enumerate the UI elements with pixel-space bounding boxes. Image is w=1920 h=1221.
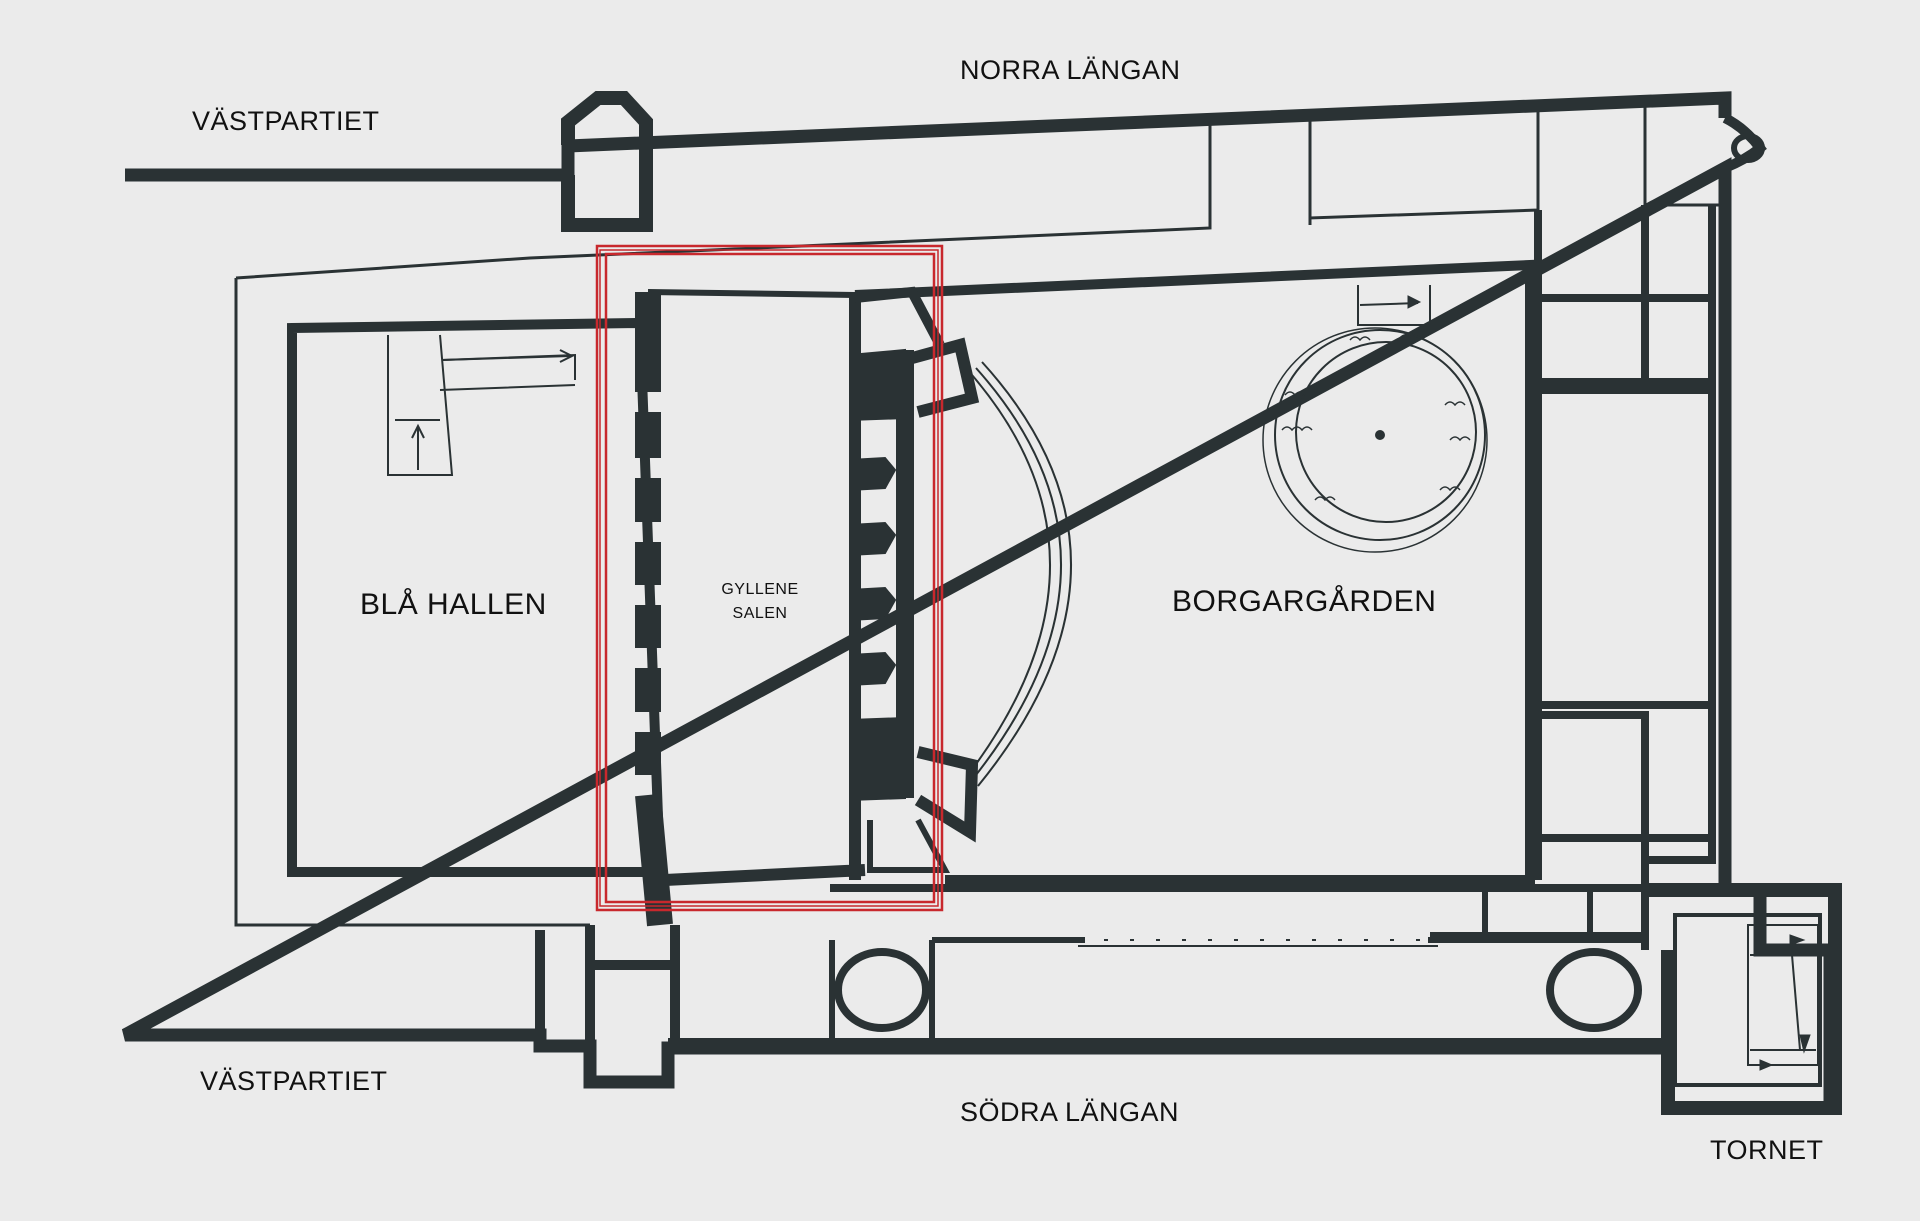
label-gyllene-line1: GYLLENE bbox=[721, 581, 799, 598]
fountain-outer bbox=[1274, 329, 1486, 541]
highlight-rect-outer bbox=[595, 244, 944, 912]
gyllene-north-wall bbox=[647, 289, 856, 298]
tower-stair bbox=[1747, 924, 1819, 1066]
south-corridor-rooms bbox=[1430, 888, 1645, 938]
courtyard-wall bbox=[854, 259, 1535, 885]
tower-stair-arrow bbox=[1759, 934, 1811, 1071]
south-gallery-band bbox=[829, 940, 935, 1040]
east-wing-rooms bbox=[1534, 205, 1716, 890]
label-vastpartiet-north: VÄSTPARTIET bbox=[192, 106, 380, 136]
fountain-mid bbox=[1295, 341, 1477, 523]
courtyard-stair bbox=[1357, 285, 1431, 326]
courtyard-steps-arc-1 bbox=[967, 374, 1051, 776]
bla-hallen-stair bbox=[387, 334, 576, 476]
north-bastion bbox=[561, 91, 653, 232]
fountain-center bbox=[1375, 430, 1385, 440]
fountain-inner bbox=[1262, 327, 1488, 553]
gyllene-se-bay bbox=[914, 746, 979, 843]
tower-inner bbox=[1673, 913, 1822, 1087]
label-vastpartiet-south: VÄSTPARTIET bbox=[200, 1066, 388, 1096]
label-bla-hallen: BLÅ HALLEN bbox=[360, 588, 547, 621]
highlight-rect-middle bbox=[599, 249, 939, 907]
east-wing-right-wall bbox=[1645, 205, 1716, 864]
label-borgargarden: BORGARGÅRDEN bbox=[1172, 585, 1437, 618]
label-sodra-langan: SÖDRA LÄNGAN bbox=[960, 1097, 1180, 1127]
courtyard-steps-arc-3 bbox=[977, 361, 1072, 787]
courtyard-steps-arc-2 bbox=[971, 367, 1062, 781]
gyllene-ne-room bbox=[854, 286, 945, 348]
tower-outer bbox=[1645, 883, 1842, 1115]
ne-turret-opening bbox=[1731, 133, 1765, 163]
west-corridor-inner bbox=[234, 278, 590, 927]
stair-arrow-right bbox=[441, 349, 575, 363]
south-oval-west bbox=[834, 948, 930, 1032]
gyllene-se-room bbox=[867, 818, 951, 873]
label-gyllene-line2: SALEN bbox=[732, 605, 788, 622]
gyllene-east-pilasters bbox=[849, 456, 897, 687]
courtyard-stair-arrow bbox=[1407, 295, 1422, 309]
label-norra-langan: NORRA LÄNGAN bbox=[960, 55, 1181, 85]
gyllene-ne-bay bbox=[903, 337, 980, 418]
label-gyllene-salen: GYLLENE SALEN bbox=[712, 578, 808, 626]
fountain-ornament bbox=[1281, 334, 1471, 502]
highlight-rect-inner bbox=[604, 252, 936, 904]
south-oval-east bbox=[1546, 948, 1642, 1032]
gyllene-west-wall bbox=[635, 292, 673, 927]
outer-wall bbox=[121, 91, 1837, 1115]
sw-stair-block bbox=[535, 925, 680, 1046]
stair-arrow-up bbox=[411, 423, 425, 470]
label-tornet: TORNET bbox=[1710, 1135, 1824, 1165]
